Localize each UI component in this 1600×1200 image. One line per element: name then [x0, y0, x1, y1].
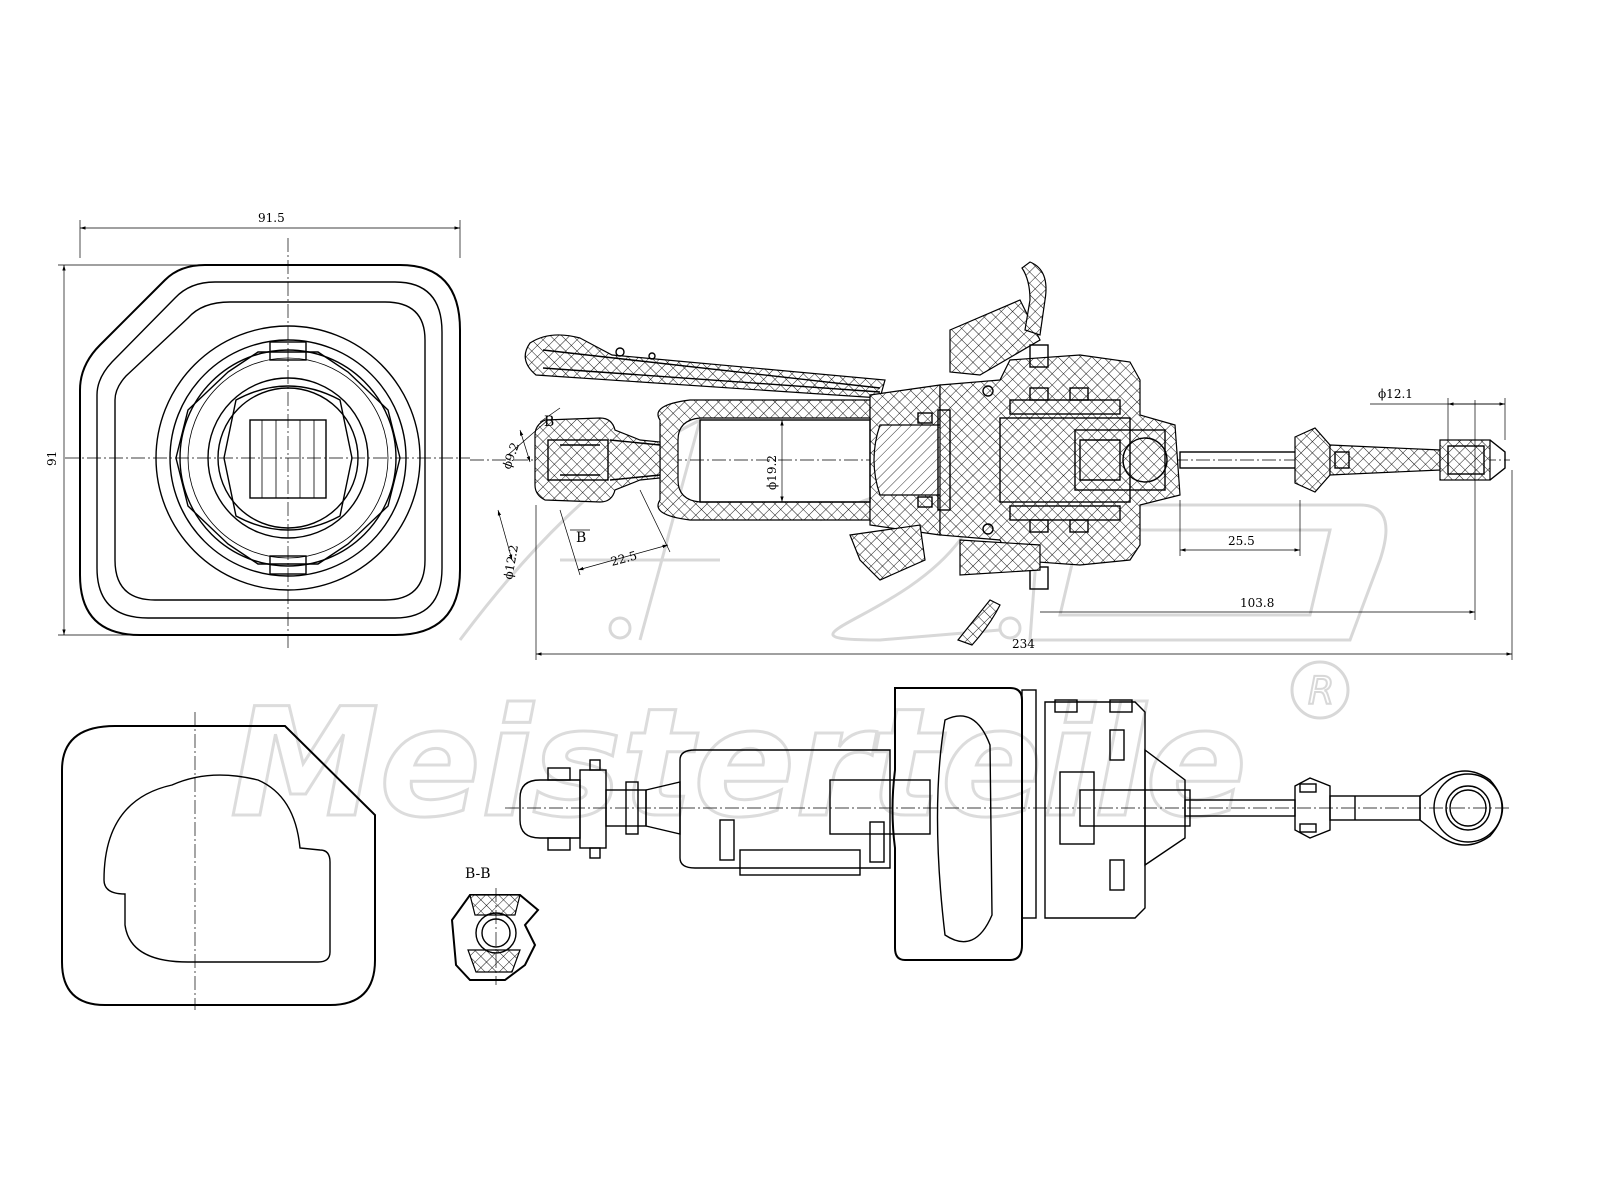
section-marker-top: B — [544, 414, 554, 430]
port-length-label: 22.5 — [609, 548, 638, 568]
dimension-eye-diameter: ϕ12.1 — [1370, 387, 1506, 440]
watermark-brand-name: Meisterteile — [230, 677, 1247, 851]
section-title: B-B — [465, 866, 491, 882]
front-height-label: 91 — [45, 451, 59, 466]
dimension-body-length: 103.8 — [1040, 400, 1476, 620]
rod-offset-label: 25.5 — [1228, 534, 1255, 548]
port-outer-diameter-label: ϕ12.2 — [501, 544, 521, 581]
dimension-rod-offset: 25.5 — [1179, 500, 1301, 556]
port-inner-diameter-label: ϕ9.2 — [500, 441, 522, 471]
dimension-bore-diameter: ϕ19.2 — [765, 420, 784, 502]
front-width-label: 91.5 — [258, 211, 285, 225]
side-view — [505, 687, 1510, 961]
bore-diameter-label: ϕ19.2 — [765, 455, 779, 490]
dimension-front-height: 91 — [45, 264, 200, 636]
watermark: Meisterteile R — [229, 417, 1388, 853]
registered-mark: R — [1308, 669, 1334, 713]
total-length-label: 234 — [1012, 637, 1035, 651]
dimension-port: ϕ9.2 ϕ12.2 22.5 B B — [497, 407, 671, 581]
section-view — [470, 261, 1510, 646]
section-bb: B-B — [450, 866, 540, 985]
body-length-label: 103.8 — [1240, 596, 1274, 610]
section-marker-bottom: B — [576, 530, 586, 546]
dimension-total-length: 234 — [535, 470, 1513, 660]
bottom-view — [61, 712, 376, 1010]
eye-diameter-label: ϕ12.1 — [1378, 387, 1413, 401]
front-view — [65, 238, 470, 650]
dimension-front-width: 91.5 — [79, 211, 461, 258]
